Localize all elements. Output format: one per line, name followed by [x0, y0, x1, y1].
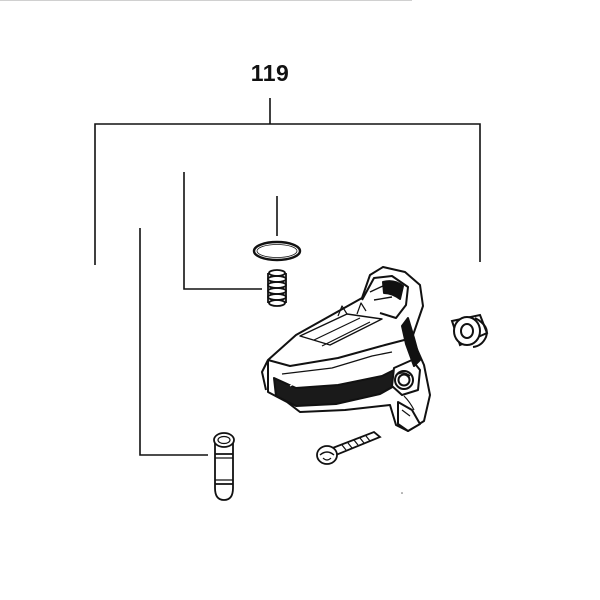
stray-mark — [401, 492, 403, 494]
pin-part — [213, 432, 235, 501]
spring-part — [267, 269, 287, 307]
screw-part — [316, 430, 382, 465]
o-ring-part — [252, 240, 302, 262]
housing-part — [261, 266, 431, 432]
top-divider — [0, 0, 412, 1]
assembly-number-label: 119 — [250, 60, 290, 86]
leader-lines — [94, 98, 481, 456]
leader-spring — [183, 172, 262, 290]
leader-pin — [139, 228, 208, 456]
bearing-part — [450, 313, 489, 348]
leader-bracket-top — [94, 123, 481, 265]
